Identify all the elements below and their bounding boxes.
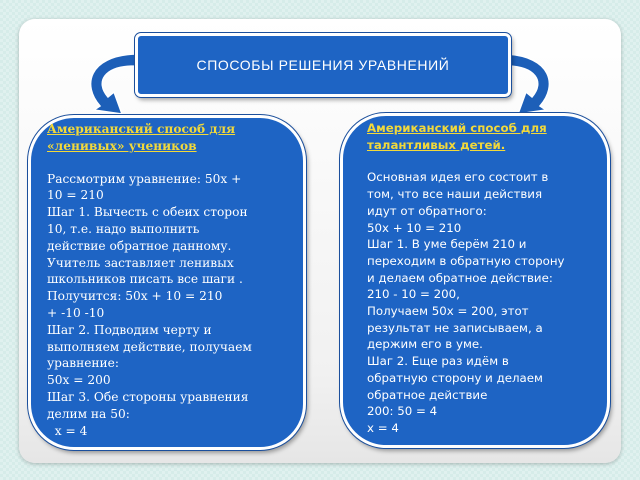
talented-line: держим его в уме. — [367, 337, 483, 352]
lazy-method-text: Американский способ для «ленивых» ученик… — [47, 121, 297, 439]
lazy-line: х = 4 — [47, 423, 88, 438]
talented-method-text: Американский способ для талантливых дете… — [367, 120, 607, 437]
talented-line: и делаем обратное действие: — [367, 270, 553, 285]
talented-line: переходим в обратную сторону — [367, 253, 565, 268]
lazy-method-heading-1: Американский способ для — [47, 122, 236, 136]
talented-method-box — [340, 113, 610, 448]
lazy-line: школьников писать все шаги . — [47, 272, 243, 287]
title-box: СПОСОБЫ РЕШЕНИЯ УРАВНЕНИЙ — [135, 33, 511, 97]
lazy-line: Шаг 3. Обе стороны уравнения — [47, 389, 249, 404]
title-text: СПОСОБЫ РЕШЕНИЯ УРАВНЕНИЙ — [196, 57, 450, 73]
lazy-line: Рассмотрим уравнение: 50х + — [47, 171, 242, 186]
talented-line: обратную сторону и делаем — [367, 370, 543, 385]
talented-line: х = 4 — [367, 420, 399, 435]
lazy-line: действие обратное данному. — [47, 238, 232, 253]
talented-method-heading-2: талантливых детей. — [367, 137, 506, 152]
lazy-line: + -10 -10 — [47, 305, 105, 320]
talented-line: 50х + 10 = 210 — [367, 220, 462, 235]
lazy-method-heading-2: «ленивых» учеников — [47, 138, 197, 153]
lazy-line: Получится: 50х + 10 = 210 — [47, 289, 223, 304]
lazy-line: Учитель заставляет ленивых — [47, 255, 234, 270]
talented-line: Шаг 2. Еще раз идём в — [367, 354, 509, 369]
talented-method-heading-1: Американский способ для — [367, 121, 547, 135]
lazy-line: 50х = 200 — [47, 373, 111, 388]
spacer — [47, 155, 297, 171]
talented-line: обратное действие — [367, 387, 488, 402]
talented-line: результат не записываем, а — [367, 320, 543, 335]
lazy-line: Шаг 2. Подводим черту и — [47, 322, 212, 337]
spacer — [367, 153, 607, 169]
lazy-line: 10, т.е. надо выполнить — [47, 221, 200, 236]
talented-line: 210 - 10 = 200, — [367, 287, 460, 302]
lazy-line: 10 = 210 — [47, 188, 104, 203]
talented-line: 200: 50 = 4 — [367, 404, 438, 419]
lazy-line: уравнение: — [47, 356, 120, 371]
talented-line: Основная идея его состоит в — [367, 170, 549, 185]
talented-line: Шаг 1. В уме берём 210 и — [367, 237, 527, 252]
lazy-line: делим на 50: — [47, 406, 130, 421]
talented-line: Получаем 50х = 200, этот — [367, 304, 529, 319]
lazy-method-box — [28, 115, 306, 450]
talented-line: том, что все наши действия — [367, 187, 543, 202]
lazy-line: Шаг 1. Вычесть с обеих сторон — [47, 205, 248, 220]
talented-line: идут от обратного: — [367, 203, 487, 218]
lazy-line: выполняем действие, получаем — [47, 339, 252, 354]
